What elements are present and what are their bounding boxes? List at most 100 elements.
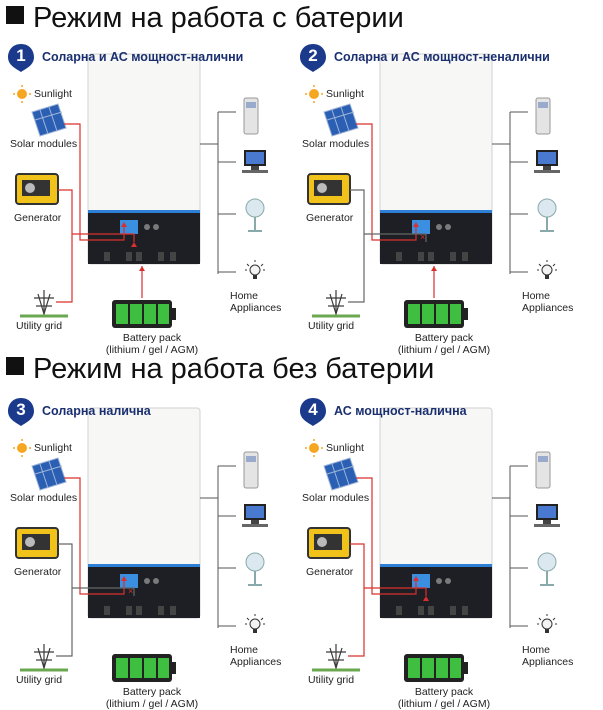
power-flow-lines (348, 477, 429, 657)
power-flow-lines: × (56, 477, 135, 657)
battery-label-line2: (lithium / gel / AGM) (397, 698, 491, 710)
label-solar-modules: Solar modules (10, 138, 78, 150)
badge-shape (300, 44, 326, 72)
air-conditioner-icon (535, 97, 551, 135)
panel-number-badge: 3 (8, 398, 34, 426)
panel-number-badge: 4 (300, 398, 326, 426)
inverter-icon (87, 407, 201, 619)
power-flow-lines (56, 123, 145, 303)
home-label-line2: Appliances (522, 656, 574, 668)
power-pylon-icon (312, 644, 360, 672)
panel-number: 2 (308, 46, 318, 65)
solar-panel-icon (31, 457, 67, 491)
battery-icon (112, 654, 176, 682)
bullet-square (6, 6, 24, 24)
panel-caption: Соларна налична (42, 404, 151, 418)
section-title-with-battery: Режим на работа с батерии (6, 2, 404, 34)
solar-link (64, 123, 125, 241)
label-solar-modules: Solar modules (302, 138, 370, 150)
ac-arrow (131, 242, 137, 247)
fan-icon (537, 552, 557, 586)
power-pylon-icon (312, 290, 360, 318)
inverter-icon (87, 53, 201, 265)
sun-icon (305, 85, 323, 103)
home-label-line2: Appliances (522, 302, 574, 314)
air-conditioner-icon (243, 97, 259, 135)
grid-link (348, 234, 365, 303)
battery-icon (404, 654, 468, 682)
lamp-icon (537, 260, 557, 279)
solar-arrow (121, 576, 127, 581)
label-home-appliances: Home Appliances (230, 290, 281, 314)
battery-label-line1: Battery pack (122, 686, 182, 698)
bullet-square (6, 357, 24, 375)
generator-icon (307, 173, 351, 205)
panel-number-badge: 2 (300, 44, 326, 72)
grid-link (56, 234, 73, 303)
label-battery-pack: Battery pack (lithium / gel / AGM) (394, 686, 494, 710)
battery-label-line1: Battery pack (122, 332, 182, 344)
mode-panel-1: 1 Соларна и АС мощност-налични Sunlight … (8, 44, 304, 356)
battery-label-line1: Battery pack (414, 686, 474, 698)
label-sunlight: Sunlight (34, 88, 72, 100)
solar-arrow (413, 576, 419, 581)
home-label-line2: Appliances (230, 302, 282, 314)
label-utility-grid: Utility grid (308, 674, 355, 686)
sun-icon (305, 439, 323, 457)
computer-icon (242, 150, 268, 173)
mode-diagram: × (13, 407, 268, 682)
mode-diagram: × (305, 53, 560, 328)
battery-icon (112, 300, 176, 328)
power-pylon-icon (20, 290, 68, 318)
label-utility-grid: Utility grid (308, 320, 355, 332)
lamp-icon (537, 614, 557, 633)
computer-icon (534, 504, 560, 527)
lamp-icon (245, 260, 265, 279)
mode-panel-3: × 3 Соларна налична Sunlight Solar modul… (8, 398, 304, 710)
power-pylon-icon (20, 644, 68, 672)
solar-panel-icon (31, 103, 67, 137)
label-generator: Generator (14, 566, 62, 578)
section-title-without-battery: Режим на работа без батерии (6, 353, 434, 385)
panel-caption: Соларна и АС мощност-налични (42, 50, 244, 64)
section-title-text: Режим на работа без батерии (33, 353, 435, 385)
panel-number: 3 (16, 400, 26, 419)
label-battery-pack: Battery pack (lithium / gel / AGM) (102, 686, 202, 710)
mode-panel-2: × 2 Соларна и АС мощност-неналични Sunli… (300, 44, 596, 356)
solar-link (64, 477, 125, 595)
panel-number: 1 (16, 46, 26, 65)
panel-caption: Соларна и АС мощност-неналични (334, 50, 550, 64)
sun-icon (13, 85, 31, 103)
battery-label-line2: (lithium / gel / AGM) (105, 344, 199, 356)
label-battery-pack: Battery pack (lithium / gel / AGM) (394, 332, 494, 356)
section-title-text: Режим на работа с батерии (33, 2, 404, 34)
solar-arrow (121, 222, 127, 227)
air-conditioner-icon (535, 451, 551, 489)
home-label-line1: Home (522, 644, 551, 656)
badge-shape (8, 44, 34, 72)
power-flow-lines: × (348, 123, 437, 303)
home-label-line1: Home (230, 290, 259, 302)
solar-panel-icon (323, 457, 359, 491)
inverter-icon (379, 53, 493, 265)
home-label-line2: Appliances (230, 656, 282, 668)
solar-panel-icon (323, 103, 359, 137)
battery-label-line2: (lithium / gel / AGM) (105, 698, 199, 710)
label-utility-grid: Utility grid (16, 674, 63, 686)
grid-link (56, 588, 73, 657)
label-sunlight: Sunlight (326, 442, 364, 454)
solar-link (356, 477, 417, 595)
computer-icon (534, 150, 560, 173)
label-solar-modules: Solar modules (302, 492, 370, 504)
mode-diagram (13, 53, 268, 328)
panel-caption: АС мощност-налична (334, 404, 467, 418)
panel-number-badge: 1 (8, 44, 34, 72)
grid-link (348, 588, 365, 657)
label-sunlight: Sunlight (326, 88, 364, 100)
ac-cross: × (420, 232, 425, 242)
air-conditioner-icon (243, 451, 259, 489)
generator-icon (15, 173, 59, 205)
badge-shape (300, 398, 326, 426)
label-home-appliances: Home Appliances (230, 644, 281, 668)
battery-label-line2: (lithium / gel / AGM) (397, 344, 491, 356)
